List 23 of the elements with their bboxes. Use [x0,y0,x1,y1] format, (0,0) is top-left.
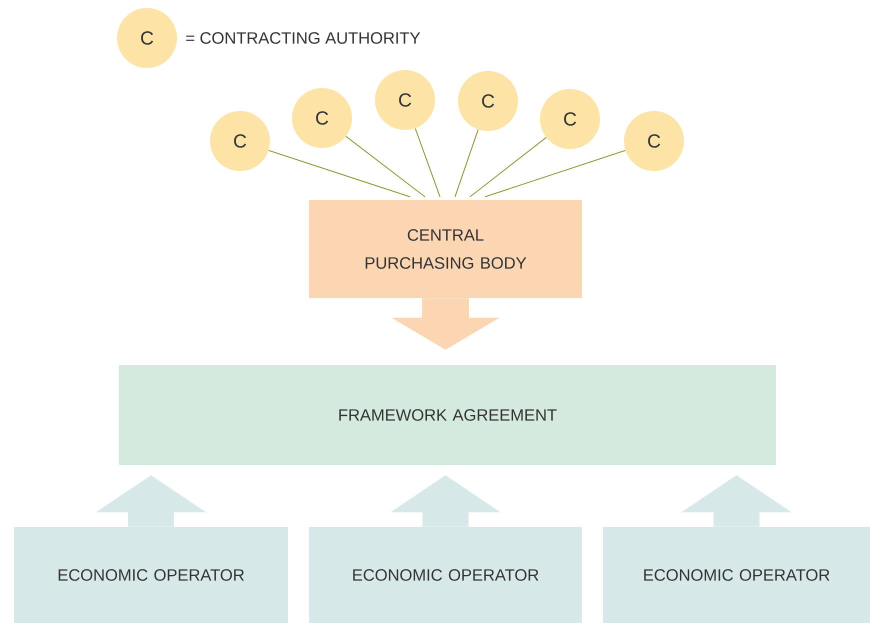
circle-node: C [458,71,518,131]
connector-line [414,128,440,198]
block-arrow [392,298,500,350]
legend-text: = CONTRACTING AUTHORITY [186,32,420,44]
circle-node: C [292,88,352,148]
circle-node: C [117,8,177,68]
process-box: ECONOMIC OPERATOR [14,527,288,623]
connector-line [470,137,547,198]
block-arrow [390,475,500,527]
connector-line [346,136,426,198]
connector-line [454,129,479,198]
connector-line [268,150,410,198]
circle-node: C [210,111,270,171]
circle-node: C [624,111,684,171]
circle-node: C [375,70,435,130]
circle-node: C [540,89,600,149]
block-arrow [96,475,206,527]
process-box: ECONOMIC OPERATOR [603,527,870,623]
process-box: FRAMEWORK AGREEMENT [119,365,776,465]
process-box: ECONOMIC OPERATOR [309,527,582,623]
connector-line [484,150,626,198]
process-box: CENTRAL PURCHASING BODY [309,200,582,298]
block-arrow [682,475,792,527]
